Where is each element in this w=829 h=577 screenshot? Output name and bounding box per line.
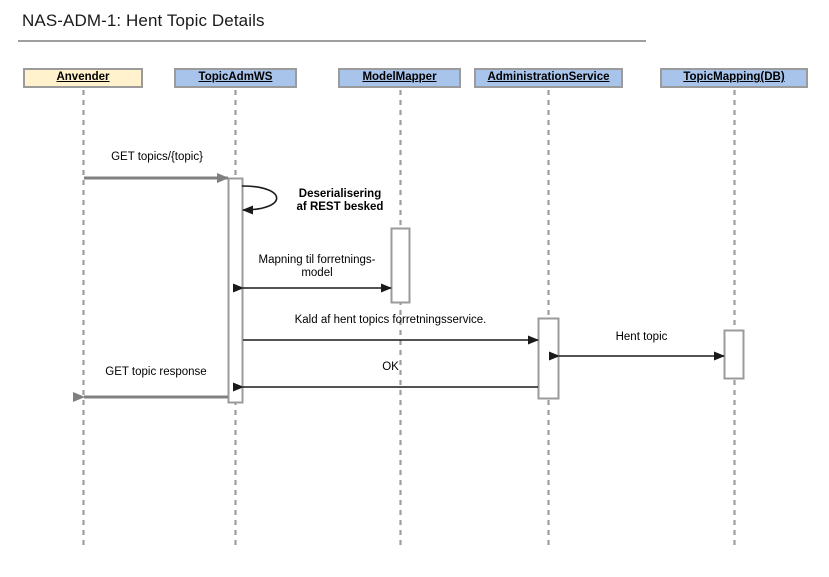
message-label-get-topics-topic: GET topics/{topic}: [111, 151, 203, 163]
participant-label: AdministrationService: [487, 71, 610, 84]
message-arrow-deserialisering: [241, 185, 278, 215]
activation-bar-topicadmws: [227, 177, 244, 404]
participant-box-topicmapping-db[interactable]: TopicMapping(DB): [660, 68, 808, 88]
participant-label: ModelMapper: [362, 71, 437, 84]
activation-bar-modelmapper: [390, 227, 411, 304]
participant-box-administrationservice[interactable]: AdministrationService: [474, 68, 623, 88]
participant-box-modelmapper[interactable]: ModelMapper: [338, 68, 461, 88]
participant-label: TopicMapping(DB): [683, 71, 785, 84]
activation-bar-administrationservice: [537, 317, 560, 400]
message-label-get-topic-response: GET topic response: [105, 366, 207, 378]
message-label-deserialisering: Deserialisering af REST besked: [296, 188, 384, 213]
participant-box-anvender[interactable]: Anvender: [23, 68, 143, 88]
page-title: NAS-ADM-1: Hent Topic Details: [22, 11, 265, 30]
message-label-kald-af-hent-topics-forretningsservice: Kald af hent topics forretningsservice.: [294, 314, 487, 326]
participant-box-topicadmws[interactable]: TopicAdmWS: [174, 68, 297, 88]
participant-label: TopicAdmWS: [198, 71, 273, 84]
title-divider: [18, 40, 646, 42]
participant-label: Anvender: [56, 71, 110, 84]
message-arrows-group: [73, 173, 725, 402]
message-label-hent-topic: Hent topic: [615, 331, 668, 343]
activation-bar-topicmapping-db: [723, 329, 745, 380]
message-label-ok: OK: [382, 361, 399, 373]
message-label-mapning-til-forretnings: Mapning til forretnings- model: [258, 254, 376, 279]
